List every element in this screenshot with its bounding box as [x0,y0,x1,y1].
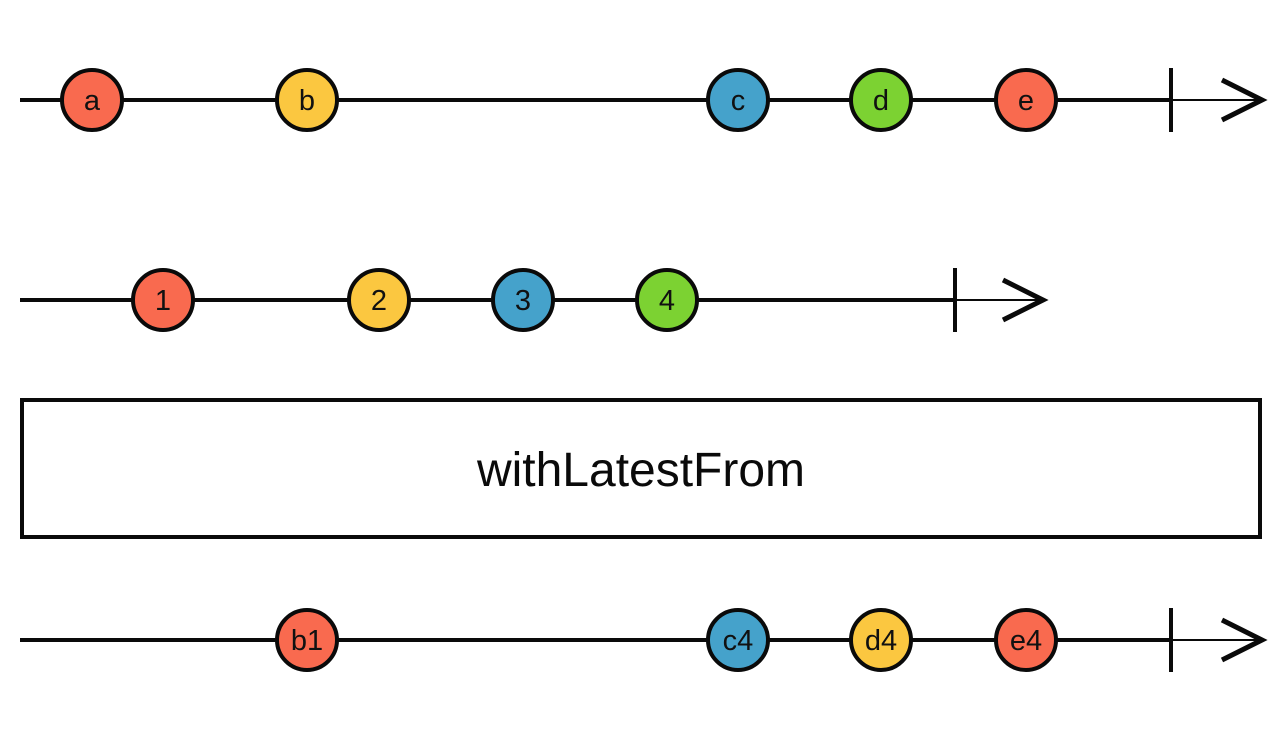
marble-d[interactable]: d [849,68,913,132]
marble-label: a [84,85,101,117]
marble-label: 4 [659,285,675,317]
marble-label: d4 [865,625,897,657]
marble-3[interactable]: 3 [491,268,555,332]
operator-box: withLatestFrom [20,398,1262,539]
marble-label: e [1018,85,1034,117]
marble-label: e4 [1010,625,1042,657]
marble-d4: d4 [849,608,913,672]
marble-label: d [873,85,889,117]
marble-label: c4 [723,625,754,657]
marble-circle [635,268,699,332]
marble-label: c [731,85,746,117]
marble-c[interactable]: c [706,68,770,132]
marble-e[interactable]: e [994,68,1058,132]
marble-1[interactable]: 1 [131,268,195,332]
marble-circle [131,268,195,332]
marble-circle [706,68,770,132]
marble-4[interactable]: 4 [635,268,699,332]
marble-e4: e4 [994,608,1058,672]
marble-circle [275,608,339,672]
stream-group-output: b1 c4 d4 e4 [20,608,1268,672]
operator-label: withLatestFrom [476,444,805,497]
marble-circle [491,268,555,332]
marble-circle [994,68,1058,132]
marble-label: b [299,85,315,117]
arrowhead-icon [1220,77,1268,123]
marble-b1: b1 [275,608,339,672]
marble-circle [275,68,339,132]
stream-group-source: a b c d e [20,68,1268,132]
marble-label: b1 [291,625,323,657]
marble-circle [60,68,124,132]
marble-circle [849,68,913,132]
marble-2[interactable]: 2 [347,268,411,332]
marble-circle [849,608,913,672]
marble-b[interactable]: b [275,68,339,132]
marble-circle [347,268,411,332]
marble-circle [994,608,1058,672]
arrowhead-icon [1001,277,1049,323]
marble-circle [706,608,770,672]
marble-c4: c4 [706,608,770,672]
operator-box-rect [20,398,1262,539]
marble-label: 2 [371,285,387,317]
marble-label: 1 [155,285,171,317]
marble-a[interactable]: a [60,68,124,132]
stream-group-latest: 1 2 3 4 [20,268,1049,332]
arrowhead-icon [1220,617,1268,663]
marble-label: 3 [515,285,531,317]
